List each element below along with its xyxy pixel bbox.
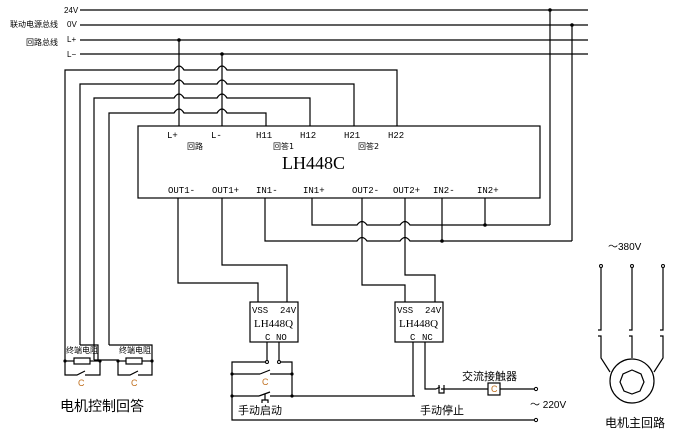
terminal-lminus: L- xyxy=(211,131,222,141)
terminal-lplus: L+ xyxy=(167,131,178,141)
wire-in-plus-24v xyxy=(311,198,550,226)
terminal-out2-minus: OUT2- xyxy=(352,186,379,196)
junction-hold-left xyxy=(230,372,234,376)
wire-h11 xyxy=(108,108,267,345)
motor-phase-1 xyxy=(598,267,611,373)
wire-relay1-left xyxy=(231,361,415,421)
wire-out2-plus xyxy=(404,198,436,302)
terminal-h12: H12 xyxy=(300,131,316,141)
wire-in-minus-0v xyxy=(264,198,572,242)
module-lh448c xyxy=(137,125,541,199)
terminal-out1-plus: OUT1+ xyxy=(212,186,239,196)
bus-lminus-label: L− xyxy=(67,50,76,59)
motor-phase-3 xyxy=(653,267,664,373)
wire-res2-right xyxy=(109,344,153,361)
resistor-1-contact-label: C xyxy=(78,378,85,388)
contactor-label: 交流接触器 xyxy=(462,369,517,383)
contactor-coil-label: C xyxy=(491,384,498,394)
terminal-in2-plus: IN2+ xyxy=(477,186,499,196)
stop-button-label: 手动停止 xyxy=(420,403,464,417)
resistor-1-contact xyxy=(64,361,101,376)
relay1-c: C xyxy=(265,333,271,343)
junction-in2-plus xyxy=(483,223,487,227)
relay1-no: NO xyxy=(276,333,287,343)
motor-outer-icon xyxy=(609,358,655,404)
wire-relay1-right xyxy=(280,361,293,396)
group-label-answer2: 回答2 xyxy=(358,141,379,151)
relay1-vss: VSS xyxy=(252,306,268,316)
wire-out1-plus xyxy=(221,198,288,302)
relay2-c: C xyxy=(410,333,416,343)
resistor-2-label: 终端电阻 xyxy=(119,345,151,355)
supply-terminal-bottom xyxy=(533,417,539,423)
wire-relay2-nc xyxy=(424,342,436,390)
bus-0v-label: 0V xyxy=(67,20,77,29)
supply-terminal-top xyxy=(533,386,539,392)
motor-title: 电机主回路 xyxy=(605,415,665,430)
relay1-24v: 24V xyxy=(280,306,297,316)
relay1-name: LH448Q xyxy=(254,318,293,330)
relay2-name: LH448Q xyxy=(399,318,438,330)
hold-contact-switch xyxy=(259,369,271,375)
wire-h22 xyxy=(64,65,398,345)
relay2-24v: 24V xyxy=(425,306,442,316)
start-button-icon xyxy=(261,394,269,403)
supply-220v-label: ～ 220V xyxy=(530,400,566,411)
wire-h12 xyxy=(93,93,311,360)
wire-h21 xyxy=(79,79,355,345)
resistor-2-body xyxy=(125,357,143,365)
resistor-1-body xyxy=(73,357,91,365)
terminal-in2-minus: IN2- xyxy=(433,186,455,196)
bus-24v-label: 24V xyxy=(64,6,79,15)
group-label-answer1: 回答1 xyxy=(273,141,294,151)
terminal-out2-plus: OUT2+ xyxy=(393,186,420,196)
hold-contact-label: C xyxy=(262,377,269,387)
terminal-h11: H11 xyxy=(256,131,272,141)
terminal-resistor-1: 终端电阻 C xyxy=(63,344,102,388)
junction-start-left xyxy=(230,394,234,398)
power-bus-label: 联动电源总线 xyxy=(10,19,58,29)
relay2-box xyxy=(394,301,444,343)
relay2-nc: NC xyxy=(422,333,433,343)
junction-in2-minus xyxy=(440,239,444,243)
resistor-1-label: 终端电阻 xyxy=(66,345,98,355)
relay1-box xyxy=(249,301,299,343)
terminal-h21: H21 xyxy=(344,131,360,141)
module-name: LH448C xyxy=(282,153,345,173)
wire-out2-minus xyxy=(361,198,406,302)
stop-button-icon[interactable] xyxy=(435,385,447,394)
motor-supply-label: ～380V xyxy=(608,242,642,253)
terminal-resistor-2: 终端电阻 C xyxy=(94,344,154,388)
terminal-h22: H22 xyxy=(388,131,404,141)
terminal-out1-minus: OUT1- xyxy=(168,186,195,196)
start-button-label: 手动启动 xyxy=(238,403,282,417)
group-label-loop: 回路 xyxy=(187,141,203,151)
junction-start-right xyxy=(290,394,294,398)
junction-hold-right xyxy=(290,372,294,376)
terminal-in1-minus: IN1- xyxy=(256,186,278,196)
terminal-in1-plus: IN1+ xyxy=(303,186,325,196)
motor-phase-2 xyxy=(629,267,633,358)
wire-res1-right xyxy=(80,344,99,361)
loop-bus-label: 回路总线 xyxy=(26,37,58,47)
relay2-vss: VSS xyxy=(397,306,413,316)
resistor-2-contact xyxy=(117,361,153,376)
motor-main-circuit xyxy=(598,264,665,404)
motor-rotor-icon xyxy=(619,369,645,395)
feedback-title: 电机控制回答 xyxy=(60,398,144,415)
bus-lplus-label: L+ xyxy=(67,35,76,44)
resistor-2-contact-label: C xyxy=(131,378,138,388)
wire-out1-minus xyxy=(177,198,259,302)
